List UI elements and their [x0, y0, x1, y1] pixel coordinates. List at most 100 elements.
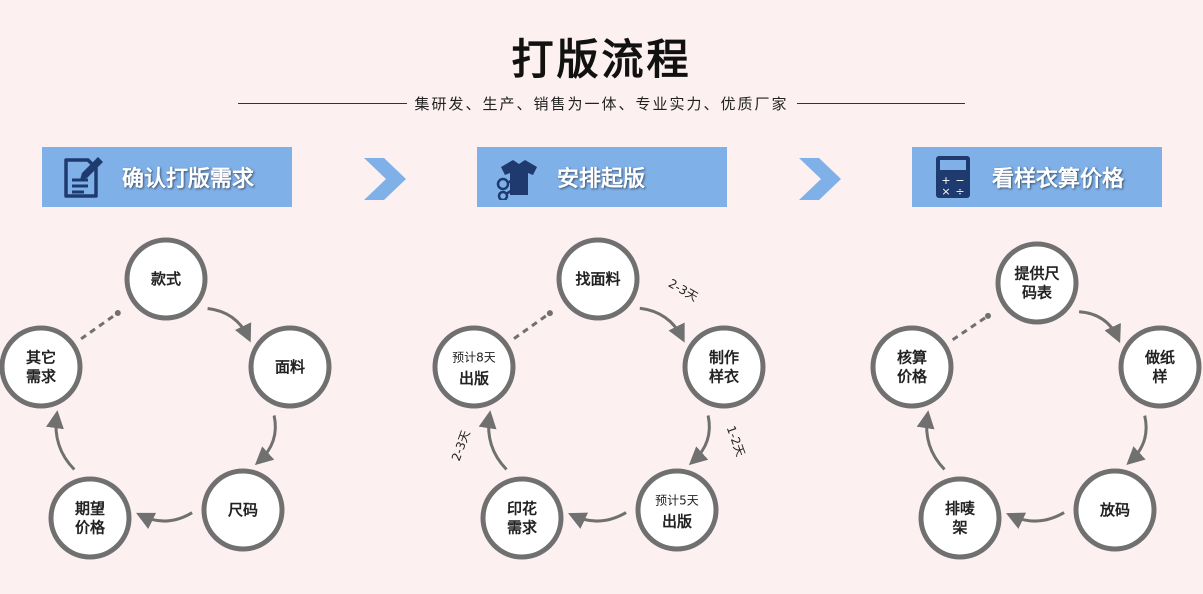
divider-right: [796, 102, 966, 104]
connector-dot: [546, 310, 553, 317]
flow-arrow: [639, 306, 685, 343]
node-circle: [48, 476, 132, 560]
node-circle: [432, 325, 516, 409]
node-label: 出版: [459, 370, 489, 388]
edge-label: 1-2天: [724, 424, 748, 458]
process-node: 找面料: [556, 237, 640, 321]
node-note: 预计5天: [655, 494, 699, 508]
node-label: 出版: [662, 513, 692, 531]
step-banner-2: 安排起版: [477, 147, 727, 207]
flow-arrow: [254, 415, 277, 466]
svg-text:+: +: [941, 174, 950, 187]
node-circle: [1073, 468, 1157, 552]
node-label: 做纸: [1144, 349, 1175, 367]
node-label: 排唛: [945, 500, 976, 518]
flow-arrow: [46, 410, 76, 471]
node-label: 放码: [1099, 501, 1130, 519]
flow-arrow: [1126, 415, 1148, 466]
process-node: 面料: [248, 325, 332, 409]
process-node: 放码: [1073, 468, 1157, 552]
process-node: 尺码: [201, 468, 285, 552]
node-label: 核算: [897, 349, 927, 367]
node-label: 码表: [1022, 284, 1053, 302]
page-title: 打版流程: [511, 35, 692, 84]
node-circle: [918, 476, 1002, 560]
node-label: 需求: [507, 519, 538, 537]
process-node: 排唛架: [918, 476, 1002, 560]
subtitle: 集研发、生产、销售为一体、专业实力、优质厂家: [414, 94, 789, 113]
node-circle: [248, 325, 332, 409]
node-label: 面料: [275, 358, 305, 376]
node-circle: [201, 468, 285, 552]
process-node: 款式: [124, 237, 208, 321]
node-label: 尺码: [228, 501, 258, 519]
svg-text:−: −: [955, 174, 964, 187]
node-label: 期望: [75, 500, 105, 518]
flow-arrow: [207, 307, 252, 343]
edge-label: 2-3天: [666, 276, 700, 304]
node-circle: [995, 241, 1079, 325]
node-circle: [635, 468, 719, 552]
step-label-2: 安排起版: [557, 167, 646, 192]
node-label: 价格: [75, 519, 106, 537]
document-edit-icon: [60, 154, 106, 200]
node-circle: [1118, 325, 1202, 409]
node-label: 需求: [26, 368, 57, 386]
step-banner-3: + − × ÷ 看样衣算价格: [912, 147, 1162, 207]
divider-left: [238, 102, 407, 104]
node-label: 印花: [507, 500, 537, 518]
connector-dot: [114, 310, 121, 316]
step-banner-1: 确认打版需求: [42, 147, 292, 207]
calculator-icon: + − × ÷: [930, 154, 976, 200]
node-label: 款式: [151, 270, 181, 288]
node-label: 制作: [709, 349, 739, 367]
step-label-1: 确认打版需求: [122, 167, 255, 192]
edge-label: 2-3天: [449, 428, 473, 462]
node-circle: [682, 325, 766, 409]
dashed-connector: [80, 311, 119, 341]
connector-dot: [985, 312, 991, 319]
flow-arrow: [916, 410, 946, 471]
flow-arrow: [478, 410, 508, 471]
node-label: 提供尺: [1014, 265, 1059, 283]
flow-arrow: [568, 511, 627, 529]
subtitle-row: 集研发、生产、销售为一体、专业实力、优质厂家: [238, 92, 966, 114]
flow-arrow: [136, 511, 193, 529]
node-label: 找面料: [575, 270, 620, 288]
dashed-connector: [951, 314, 989, 341]
node-label: 价格: [897, 368, 928, 386]
step-label-3: 看样衣算价格: [992, 167, 1125, 192]
process-node: 做纸样: [1118, 325, 1202, 409]
dashed-connector: [513, 311, 551, 340]
node-label: 样衣: [709, 368, 739, 386]
node-circle: [870, 325, 954, 409]
node-circle: [556, 237, 640, 321]
node-label: 其它: [26, 349, 56, 367]
flow-arrow: [688, 415, 711, 466]
node-circle: [480, 476, 564, 560]
svg-text:×: ×: [941, 185, 950, 198]
svg-text:÷: ÷: [955, 185, 964, 198]
node-note: 预计8天: [452, 351, 496, 365]
flow-arrow: [1078, 310, 1121, 344]
chevron-right-icon: [799, 158, 841, 200]
node-circle: [0, 325, 83, 409]
flow-arrow: [1006, 511, 1065, 529]
node-label: 样: [1152, 368, 1167, 386]
chevron-right-icon: [364, 158, 406, 200]
node-circle: [124, 237, 208, 321]
scissors-shirt-icon: [495, 154, 541, 202]
node-label: 架: [951, 519, 967, 537]
